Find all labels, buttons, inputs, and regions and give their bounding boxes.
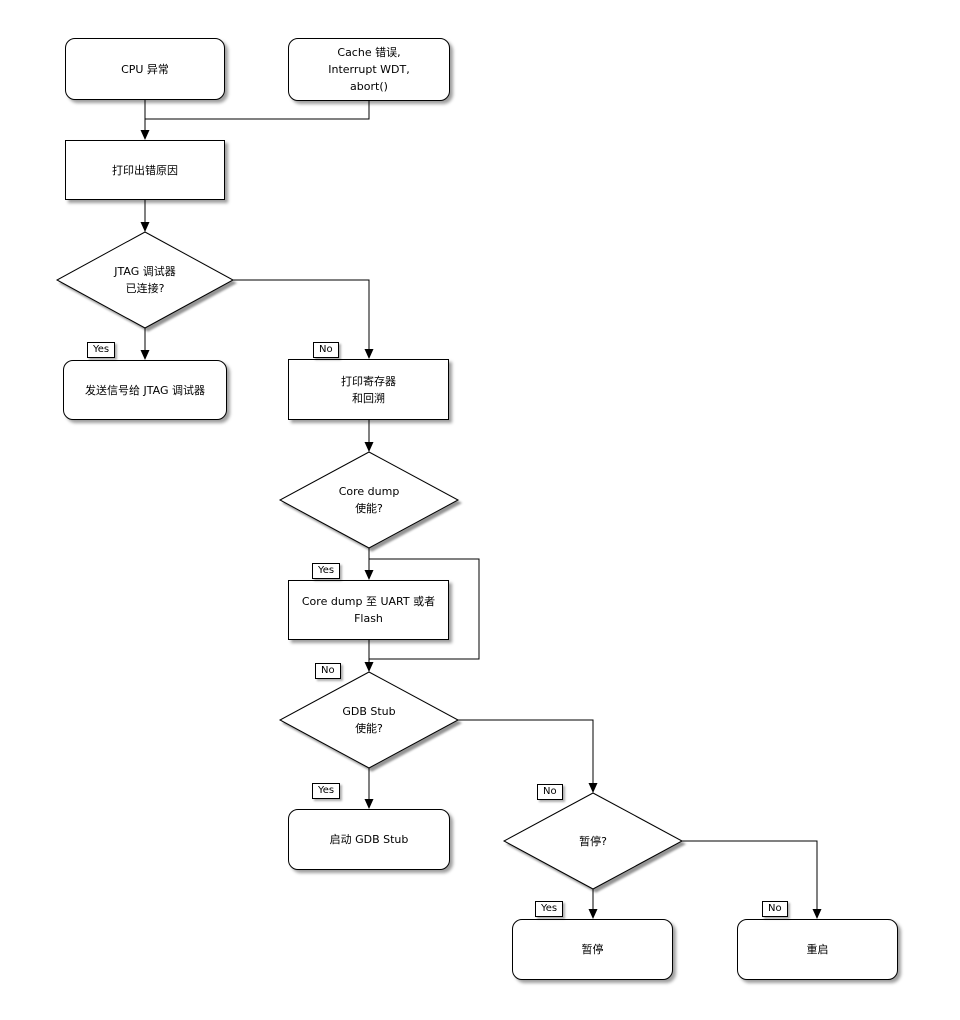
edge-label-coredump-yes: Yes [312,563,341,579]
decision-coredump-shape [278,451,460,549]
node-core-dump-to-uart-flash: Core dump 至 UART 或者 Flash [288,580,449,640]
arrow-into-halt-diamond [588,783,598,793]
node-print-error-cause-label: 打印出错原因 [112,163,178,177]
node-reboot-label: 重启 [806,943,829,956]
node-print-registers-backtrace: 打印寄存器 和回溯 [288,359,449,420]
edge-label-gdb-no: No [537,784,563,800]
arrowheads [140,130,822,919]
node-halt: 暂停 [512,919,673,980]
node-start-gdb-stub-label: 启动 GDB Stub [329,833,409,846]
edge-label-gdb-yes: Yes [312,783,341,799]
edge-label-jtag-no: No [313,342,339,358]
node-cpu-exception: CPU 异常 [65,38,225,100]
arrow-into-send-signal [140,350,150,360]
edge-jtag-no [233,279,370,358]
node-halt-label: 暂停 [581,943,604,956]
edge-halt-no [682,840,818,918]
node-cache-error-label: Cache 错误, Interrupt WDT, abort() [328,46,410,93]
arrow-into-start-gdb [364,799,374,809]
decision-halt-shape [502,792,684,890]
node-send-signal-jtag-label: 发送信号给 JTAG 调试器 [85,383,205,397]
node-print-registers-backtrace-label: 打印寄存器 和回溯 [341,374,396,405]
edge-label-halt-no: No [762,901,788,917]
node-send-signal-jtag: 发送信号给 JTAG 调试器 [63,360,227,420]
node-print-error-cause: 打印出错原因 [65,140,225,200]
arrow-into-coredump-diamond [364,442,374,452]
arrow-into-print-error [140,130,150,140]
edge-label-halt-yes: Yes [535,901,564,917]
node-start-gdb-stub: 启动 GDB Stub [288,809,450,870]
arrow-into-print-registers [364,349,374,359]
edge-gdb-no [458,719,594,792]
node-cpu-exception-label: CPU 异常 [121,62,169,76]
arrow-into-jtag-diamond [140,222,150,232]
decision-jtag-shape [55,231,235,329]
edge-label-coredump-no: No [315,663,341,679]
edge-coredump-no-bypass [369,558,480,660]
arrow-into-uart-flash [364,570,374,580]
node-cache-error: Cache 错误, Interrupt WDT, abort() [288,38,450,101]
arrow-into-reboot-box [812,909,822,919]
node-reboot: 重启 [737,919,898,980]
arrow-into-halt-box [588,909,598,919]
node-core-dump-to-uart-flash-label: Core dump 至 UART 或者 Flash [301,595,436,625]
arrow-into-gdb-diamond [364,662,374,672]
edge-label-jtag-yes: Yes [87,342,116,358]
edge-cache-merge [145,101,370,120]
decision-gdb-shape [278,671,460,769]
